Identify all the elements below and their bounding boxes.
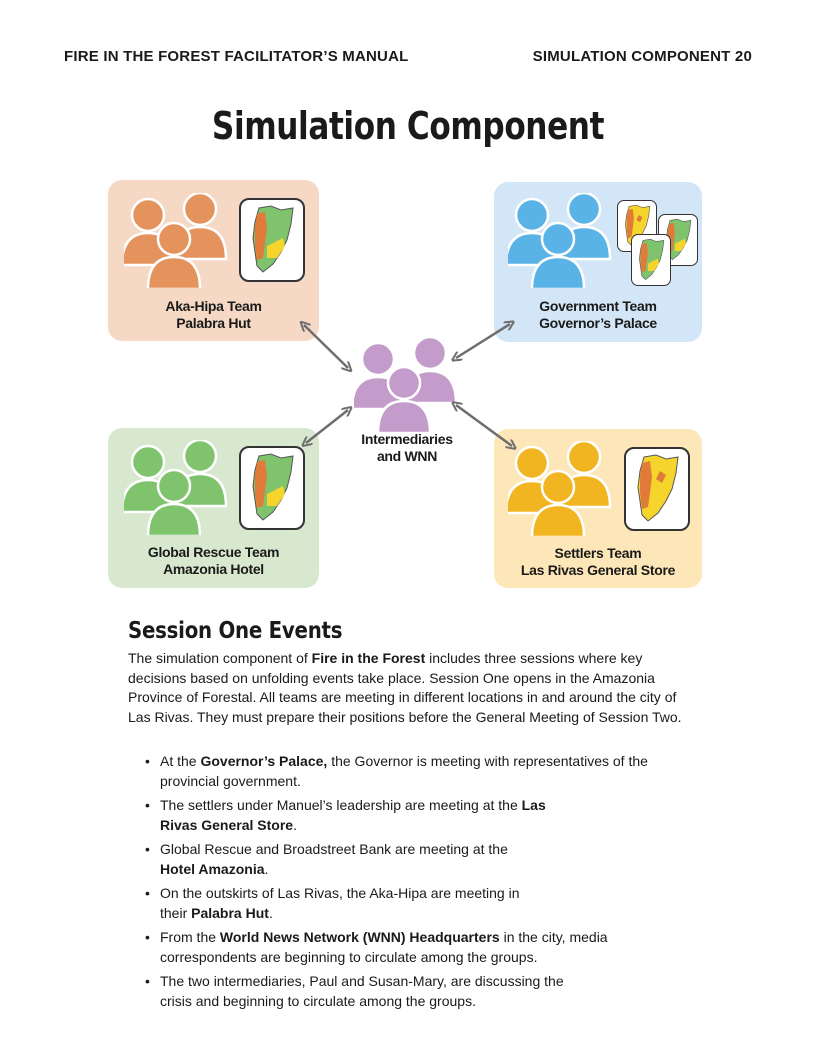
global-rescue-people-icon [124,440,228,535]
intro-bold-title: Fire in the Forest [311,650,426,666]
running-header-page: SIMULATION COMPONENT 20 [532,48,752,65]
event-location: Palabra Hut [191,904,269,921]
intermediaries-label: Intermediaries and WNN [343,431,471,465]
settlers-team-name: Settlers Team [554,545,642,561]
event-location: Governor’s Palace, [200,753,328,769]
event-text: The two intermediaries, Paul and Susan-M… [160,973,564,1009]
list-item: At the Governor’s Palace, the Governor i… [145,752,700,791]
aka-hipa-map-icon [239,198,305,282]
event-text: . [268,904,273,921]
page-title: Simulation Component [211,104,605,148]
government-location: Governor’s Palace [539,315,657,331]
arrow-global-rescue [306,410,348,443]
global-rescue-location: Amazonia Hotel [163,561,264,577]
event-text: the Governor is meeting with representat… [160,753,648,789]
event-text: Global Rescue and Broadstreet Bank are m… [160,841,508,857]
government-team-name: Government Team [539,298,657,314]
arrow-settlers [456,405,512,446]
list-item: The two intermediaries, Paul and Susan-M… [145,972,590,1011]
event-text: . [293,816,297,833]
event-text: The settlers under Manuel’s leadership a… [160,797,522,813]
list-item: Global Rescue and Broadstreet Bank are m… [145,840,530,879]
list-item: From the World News Network (WNN) Headqu… [145,928,650,967]
intro-text-2: includes three sessions where key decisi… [128,650,682,725]
list-item: The settlers under Manuel’s leadership a… [145,796,570,835]
intermediaries-name: Intermediaries [361,431,453,447]
government-map-icon-3 [631,234,671,286]
aka-hipa-location: Palabra Hut [176,315,251,331]
arrow-aka-hipa [304,325,348,368]
settlers-map-icon [624,447,690,531]
aka-hipa-team-name: Aka-Hipa Team [165,298,262,314]
event-location: Las Rivas General Store [160,797,546,833]
event-text: From the [160,929,220,945]
running-header-title: FIRE IN THE FOREST FACILITATOR’S MANUAL [64,48,409,65]
event-text: At the [160,753,201,769]
government-people-icon [508,193,612,288]
intermediaries-sub: and WNN [376,448,438,464]
intermediaries-people-icon [354,337,458,432]
list-item: On the outskirts of Las Rivas, the Aka-H… [145,884,550,923]
settlers-location: Las Rivas General Store [520,562,676,578]
event-location: Hotel Amazonia [160,860,265,877]
global-rescue-label: Global Rescue Team Amazonia Hotel [108,544,319,578]
event-text: in the city, media correspondents are be… [160,929,608,965]
event-location: World News Network (WNN) Headquarters [219,929,500,945]
events-list: At the Governor’s Palace, the Governor i… [145,752,700,1016]
aka-hipa-label: Aka-Hipa Team Palabra Hut [108,298,319,332]
intro-paragraph: The simulation component of Fire in the … [128,649,688,727]
global-rescue-team-name: Global Rescue Team [147,544,280,560]
aka-hipa-people-icon [124,193,228,288]
government-label: Government Team Governor’s Palace [494,298,702,332]
settlers-label: Settlers Team Las Rivas General Store [494,545,702,579]
arrow-government [456,324,510,358]
event-text: On the outskirts of Las Rivas, the Aka-H… [160,885,520,921]
global-rescue-map-icon [239,446,305,530]
section-heading: Session One Events [128,618,343,644]
settlers-people-icon [508,441,612,536]
event-text: . [264,860,269,877]
intro-text-1: The simulation component of [128,650,312,666]
